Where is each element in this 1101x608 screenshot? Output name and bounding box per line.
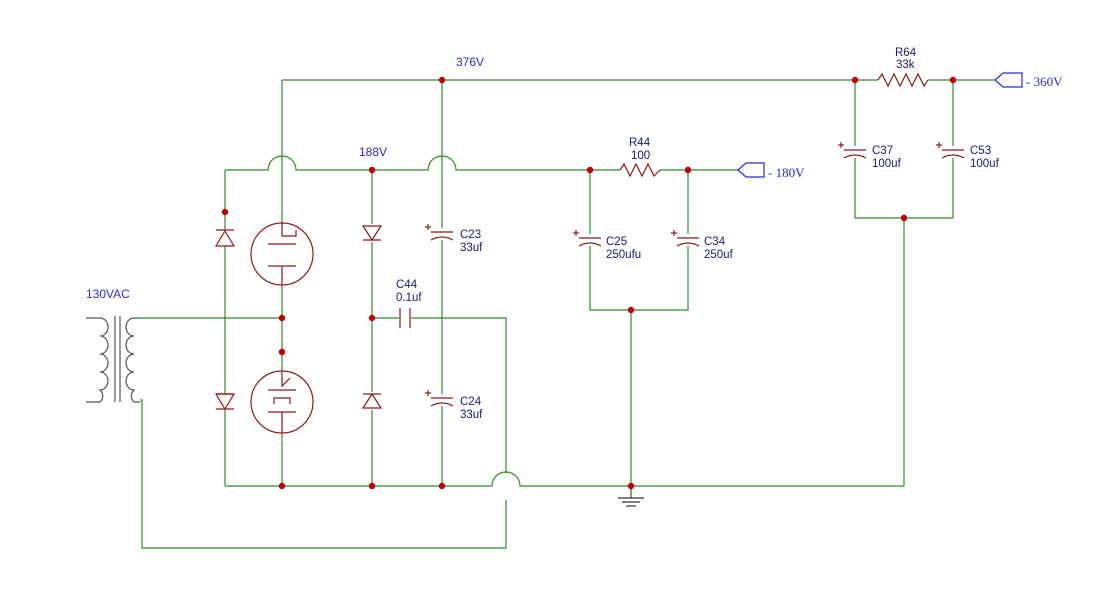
junction [278, 314, 286, 322]
label-376v: 376V [456, 55, 484, 69]
capacitor-c25 [573, 230, 602, 247]
diode-mid-bottom [361, 392, 383, 409]
c23-value: 33uf [460, 242, 483, 254]
r64-value: 33k [896, 59, 915, 71]
c25-value: 250ufu [606, 249, 641, 261]
junction [900, 214, 908, 222]
resistor-r44 [619, 162, 661, 178]
junction [368, 314, 376, 322]
c25-ref: C25 [606, 236, 627, 248]
c37-ref: C37 [872, 145, 893, 157]
wire-xfmr-return [140, 399, 507, 549]
c44-ref: C44 [396, 279, 418, 291]
junction [221, 208, 229, 216]
wires [140, 79, 995, 549]
label-188v: 188V [359, 145, 387, 159]
capacitor-c34 [671, 230, 700, 247]
c24-value: 33uf [460, 409, 483, 421]
r44-value: 100 [631, 150, 650, 162]
port-180v-label: - 180V [768, 165, 805, 180]
transformer-secondary [125, 317, 140, 403]
junction [278, 348, 286, 356]
c53-value: 100uf [970, 158, 1000, 170]
r44-ref: R44 [629, 137, 651, 149]
port-180v [737, 162, 765, 178]
junctions [221, 76, 957, 490]
capacitor-c37 [838, 142, 867, 159]
junction [627, 306, 635, 314]
port-360v [994, 72, 1023, 88]
label-130vac: 130VAC [86, 287, 130, 301]
junction [851, 76, 859, 84]
c34-value: 250uf [704, 249, 734, 261]
transformer [86, 316, 140, 403]
diode-left-bottom [214, 393, 236, 411]
c44-value: 0.1uf [396, 292, 422, 304]
junction [684, 166, 692, 174]
tube-rectifier-2 [250, 370, 314, 434]
transformer-primary [86, 317, 109, 403]
diode-mid-top [361, 225, 383, 242]
c53-ref: C53 [970, 145, 991, 157]
junction [368, 482, 376, 490]
junction [586, 166, 594, 174]
junction [278, 482, 286, 490]
junction [627, 482, 635, 490]
port-360v-label: - 360V [1026, 74, 1063, 89]
junction [949, 76, 957, 84]
diode-left-top [214, 229, 236, 247]
c37-value: 100uf [872, 158, 902, 170]
junction [438, 482, 446, 490]
junction [368, 166, 376, 174]
junction [438, 76, 446, 84]
capacitor-c24 [425, 390, 454, 407]
c24-ref: C24 [460, 396, 482, 408]
wire-c37-c53-bottom [854, 158, 954, 219]
capacitor-c53 [936, 142, 965, 159]
wire-c44-right [411, 317, 507, 473]
capacitor-c23 [425, 224, 454, 241]
tube-rectifier-1 [250, 222, 314, 286]
capacitor-c44 [399, 308, 411, 328]
wire-188v-rail [225, 155, 620, 171]
resistor-r64 [877, 72, 929, 88]
c34-ref: C34 [704, 236, 726, 248]
r64-ref: R64 [895, 47, 917, 59]
wire-ground-rail [225, 471, 904, 487]
wire-c25-c34-bottom [589, 246, 689, 311]
c23-ref: C23 [460, 229, 481, 241]
